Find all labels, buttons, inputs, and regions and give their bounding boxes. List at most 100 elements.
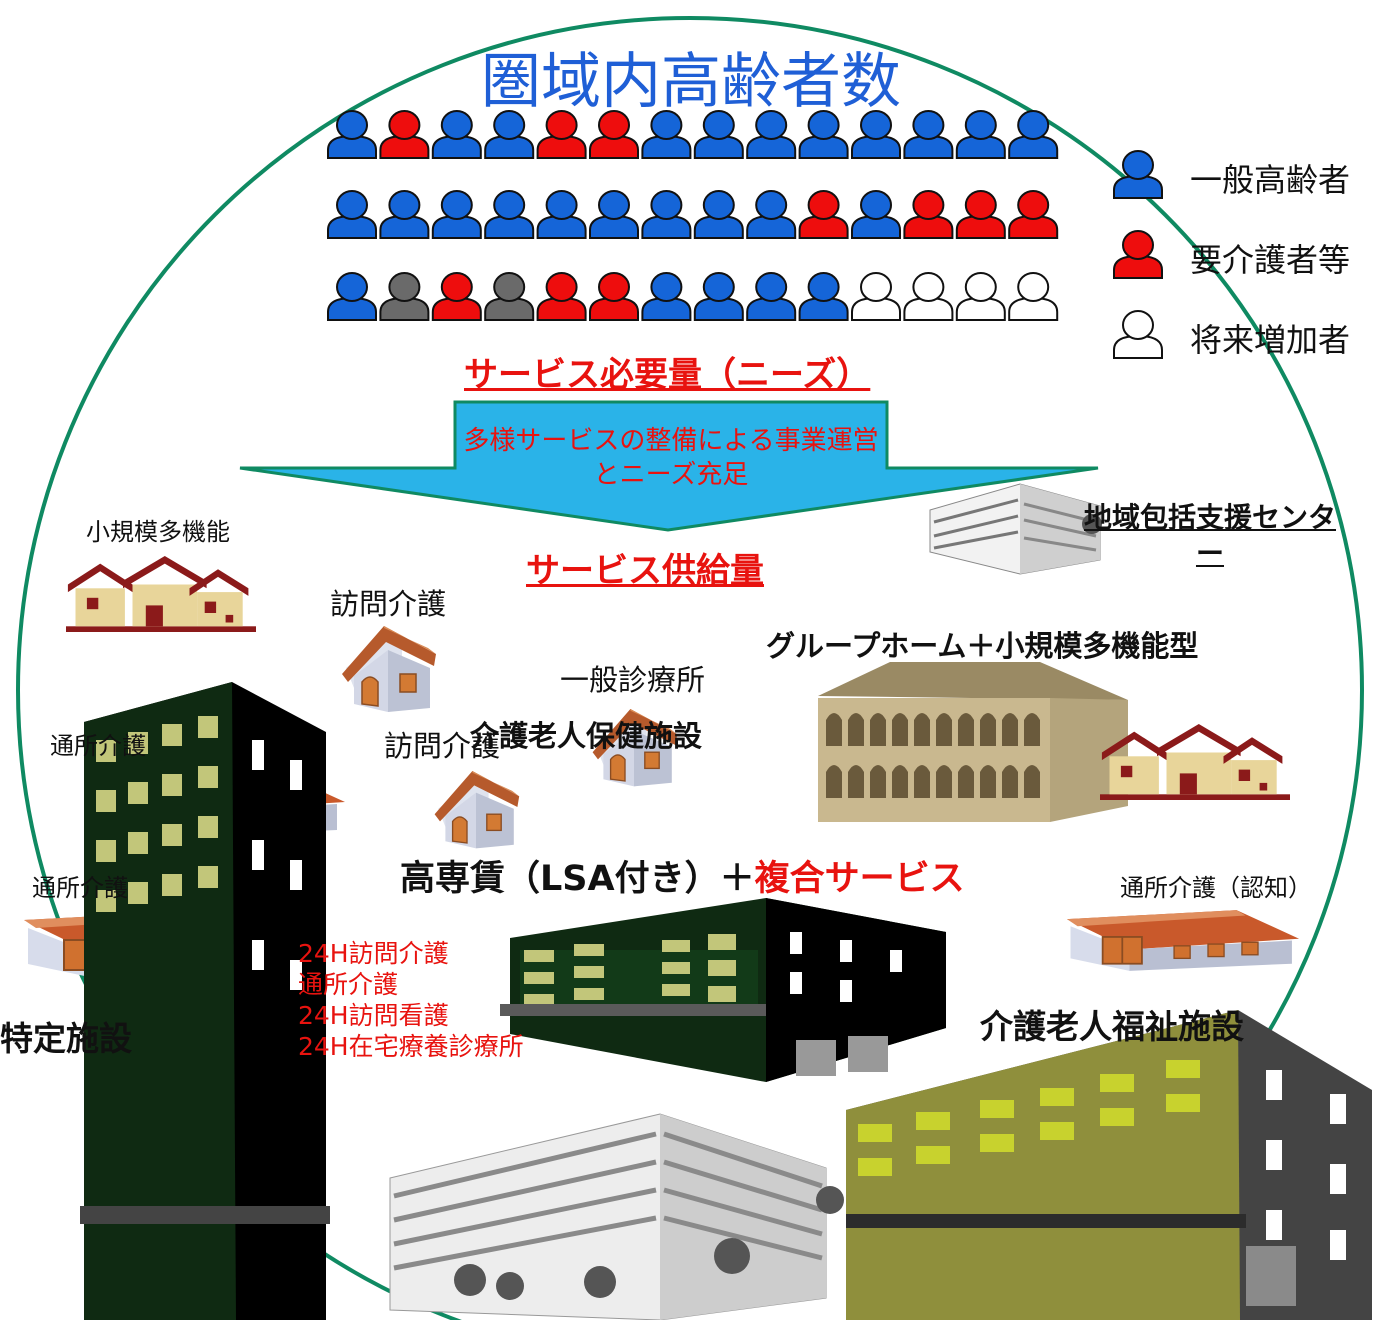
arch-window bbox=[1002, 765, 1018, 798]
person-icon-general bbox=[641, 110, 692, 159]
person-icon-general bbox=[327, 190, 377, 239]
person-icon-future bbox=[955, 272, 1006, 321]
person-icon-care bbox=[379, 110, 430, 159]
person-icon-future bbox=[1008, 272, 1059, 321]
service-item: 24H訪問看護 bbox=[298, 1001, 449, 1030]
person-icon-general bbox=[851, 110, 901, 159]
arrow-text: 多様サービスの整備による事業運営とニーズ充足 bbox=[463, 426, 879, 490]
arch-window bbox=[1024, 765, 1040, 798]
person-icon-general bbox=[641, 190, 692, 239]
arch-window bbox=[892, 765, 908, 798]
person-icon-general bbox=[379, 190, 430, 239]
arch-window bbox=[1002, 713, 1018, 746]
person-icon-care bbox=[798, 190, 849, 239]
person-icon-general bbox=[327, 272, 377, 321]
person-icon-general bbox=[589, 190, 639, 239]
day-care-2-label: 通所介護 bbox=[32, 874, 128, 902]
arch-window bbox=[980, 713, 996, 746]
health-facility-building bbox=[389, 1113, 844, 1320]
arch-window bbox=[936, 713, 952, 746]
legend-icons bbox=[1113, 150, 1163, 359]
person-icon-future bbox=[851, 272, 901, 321]
visit-care-2-house bbox=[433, 770, 520, 850]
person-icon-care bbox=[1008, 190, 1059, 239]
day-care-dementia-label: 通所介護（認知） bbox=[1120, 874, 1312, 902]
arch-window bbox=[870, 713, 886, 746]
welfare-facility-label: 介護老人福祉施設 bbox=[980, 1007, 1244, 1046]
group-home-label: グループホーム＋小規模多機能型 bbox=[766, 629, 1199, 663]
person-icon-general bbox=[693, 272, 744, 321]
arch-window bbox=[914, 713, 930, 746]
person-icon-general bbox=[746, 190, 797, 239]
group-home-multifunction-icon bbox=[1100, 724, 1290, 800]
visit-care-1-house bbox=[341, 625, 437, 713]
person-icon-general bbox=[1008, 110, 1059, 159]
visit-care-1-label: 訪問介護 bbox=[330, 587, 447, 621]
service-item: 24H在宅療養診療所 bbox=[298, 1032, 524, 1061]
arch-window bbox=[870, 765, 886, 798]
person-icon-general bbox=[798, 272, 849, 321]
arch-window bbox=[892, 713, 908, 746]
regional-center-building bbox=[929, 483, 1102, 575]
arch-window bbox=[848, 713, 864, 746]
service-item: 通所介護 bbox=[298, 970, 399, 999]
legend-label-general: 一般高齢者 bbox=[1190, 161, 1351, 199]
service-area-circle bbox=[16, 16, 1364, 1320]
lsa-label: 高専賃（LSA付き）＋複合サービス bbox=[400, 862, 965, 897]
person-icon-general bbox=[746, 110, 797, 159]
specified-facility-building bbox=[80, 682, 330, 1320]
person-icon-gray bbox=[484, 272, 535, 321]
person-icon-care bbox=[955, 190, 1006, 239]
specified-facility-label: 特定施設 bbox=[0, 1019, 132, 1058]
clinic-label: 一般診療所 bbox=[560, 663, 706, 697]
regional-center-label: 地域包括支援センター bbox=[1083, 501, 1336, 570]
person-icon-care bbox=[431, 272, 482, 321]
visit-care-2-label: 訪問介護 bbox=[384, 729, 501, 763]
welfare-facility-building bbox=[846, 1010, 1372, 1320]
arch-window bbox=[848, 765, 864, 798]
needs-label: サービス必要量（ニーズ） bbox=[464, 355, 871, 395]
person-icon-care bbox=[903, 190, 954, 239]
person-icon-care bbox=[536, 272, 587, 321]
person-icon-future bbox=[903, 272, 954, 321]
arch-window bbox=[958, 713, 974, 746]
needs-arrow bbox=[239, 400, 1099, 532]
legend-icon-general bbox=[1113, 150, 1163, 199]
person-icon-general bbox=[746, 272, 797, 321]
legend-icon-care bbox=[1113, 230, 1163, 279]
page-title: 圏域内高齢者数 bbox=[481, 47, 901, 117]
person-icon-general bbox=[484, 190, 535, 239]
day-care-1-label: 通所介護 bbox=[50, 732, 146, 760]
health-facility-label: 介護老人保健施設 bbox=[470, 719, 703, 753]
person-icon-general bbox=[431, 110, 482, 159]
lsa-main-text: 高専賃（LSA付き）＋ bbox=[400, 859, 755, 899]
person-icon-general bbox=[431, 190, 482, 239]
person-icon-general bbox=[536, 190, 587, 239]
person-icon-care bbox=[536, 110, 587, 159]
arch-window bbox=[936, 765, 952, 798]
arch-window bbox=[958, 765, 974, 798]
person-icon-general bbox=[693, 110, 744, 159]
person-icon-general bbox=[903, 110, 954, 159]
service-item: 24H訪問介護 bbox=[298, 939, 449, 968]
legend-label-care: 要介護者等 bbox=[1190, 241, 1351, 279]
person-icon-general bbox=[484, 110, 535, 159]
arch-window bbox=[1024, 713, 1040, 746]
elderly-population-grid bbox=[327, 110, 1059, 321]
lsa-building bbox=[500, 898, 946, 1082]
lsa-red-text: 複合サービス bbox=[754, 859, 965, 899]
day-care-dementia-building bbox=[1066, 909, 1300, 972]
supply-label: サービス供給量 bbox=[526, 551, 764, 591]
arch-window bbox=[826, 713, 842, 746]
arch-window bbox=[826, 765, 842, 798]
person-icon-general bbox=[798, 110, 849, 159]
person-icon-general bbox=[327, 110, 377, 159]
person-icon-general bbox=[693, 190, 744, 239]
group-home-building bbox=[818, 662, 1128, 822]
person-icon-care bbox=[589, 110, 639, 159]
small-multifunction-icon bbox=[66, 556, 256, 632]
small-multifunction-label: 小規模多機能 bbox=[86, 518, 230, 546]
legend-icon-future bbox=[1113, 310, 1163, 359]
composite-services-list: 24H訪問介護 通所介護 24H訪問看護 24H在宅療養診療所 bbox=[298, 938, 524, 1062]
